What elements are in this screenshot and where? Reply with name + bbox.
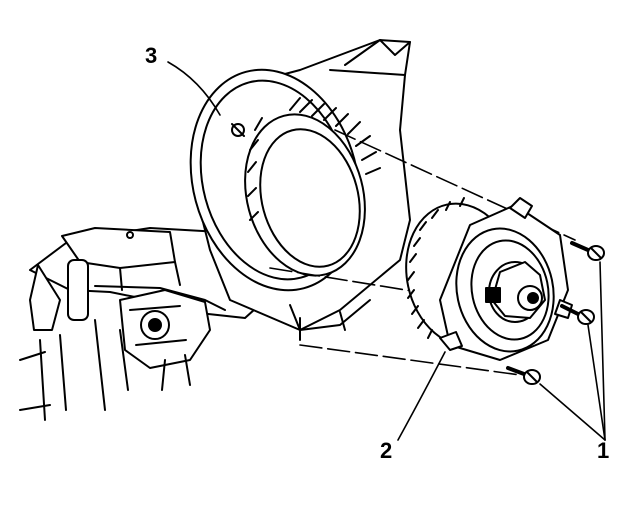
blower-housing (189, 39, 411, 341)
screw-middle (560, 304, 595, 325)
mounting-bracket-assembly (19, 227, 266, 421)
screw-bottom (506, 366, 541, 385)
callout-2: 2 (380, 438, 393, 463)
screw-top (570, 241, 605, 261)
blower-motor (405, 197, 573, 361)
callout-3: 3 (145, 43, 158, 68)
screws (506, 241, 605, 385)
leader-lines (167, 61, 606, 441)
callout-1: 1 (597, 438, 610, 463)
